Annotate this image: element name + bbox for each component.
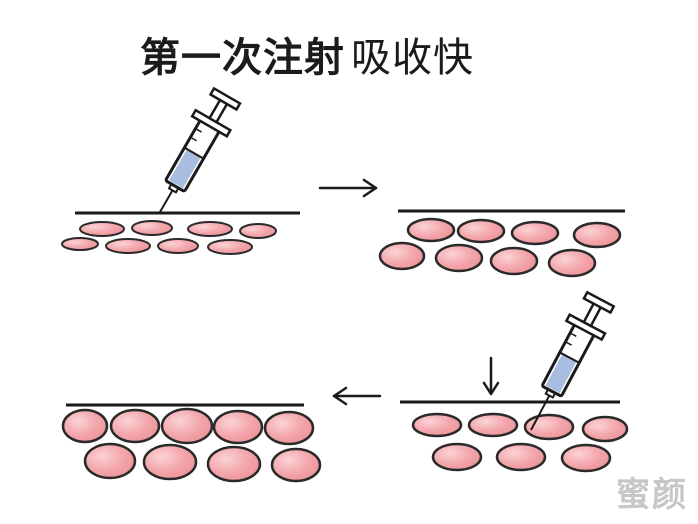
skin-cell (131, 220, 173, 236)
syringe-icon (530, 290, 616, 431)
watermark-logo: 蜜颜 (616, 475, 688, 515)
skin-cell (61, 237, 99, 251)
skin-cell (434, 243, 484, 273)
panel-first-injection (61, 86, 300, 255)
full-cell-layer (61, 407, 322, 483)
skin-cell (572, 221, 622, 249)
skin-cell (109, 408, 161, 444)
arrow-left-icon (332, 386, 382, 406)
skin-cell (212, 409, 264, 445)
skin-cell (206, 445, 262, 483)
title-normal-part: 吸收快 (351, 35, 474, 81)
skin-cell (431, 442, 483, 472)
skin-cell (270, 447, 322, 483)
arrow-down-icon (482, 356, 500, 396)
skin-cell (456, 218, 506, 244)
skin-cell (105, 238, 151, 254)
arrow-right-icon (318, 178, 378, 198)
skin-cell (560, 443, 612, 473)
skin-cell (187, 221, 233, 237)
panel-absorbed-plump (378, 209, 625, 278)
skin-cell (239, 223, 277, 239)
skin-cell (61, 408, 109, 444)
skin-cell (207, 239, 253, 255)
skin-cell (160, 407, 214, 445)
skin-cell (411, 412, 463, 438)
thin-cell-layer (61, 220, 277, 255)
skin-cell (263, 410, 315, 446)
skin-cell (547, 248, 597, 278)
title-bold-part: 第一次注射 (140, 35, 345, 81)
skin-cell (581, 415, 629, 443)
syringe-icon (159, 86, 242, 213)
diagram-title: 第一次注射吸收快 (140, 38, 474, 78)
skin-cell (489, 246, 539, 276)
skin-cell (523, 413, 575, 441)
skin-cell (406, 217, 456, 243)
partial-cell-layer (411, 412, 629, 473)
skin-cell (510, 220, 560, 246)
skin-cell (378, 241, 426, 271)
skin-cell (79, 221, 125, 237)
skin-cell (157, 238, 199, 254)
skin-cell (142, 443, 198, 481)
panel-second-injection (400, 290, 629, 473)
plump-cell-layer (378, 217, 622, 278)
skin-cell (467, 412, 519, 438)
skin-cell (495, 442, 547, 472)
panel-full-plump (61, 403, 322, 483)
skin-cell (83, 442, 137, 480)
